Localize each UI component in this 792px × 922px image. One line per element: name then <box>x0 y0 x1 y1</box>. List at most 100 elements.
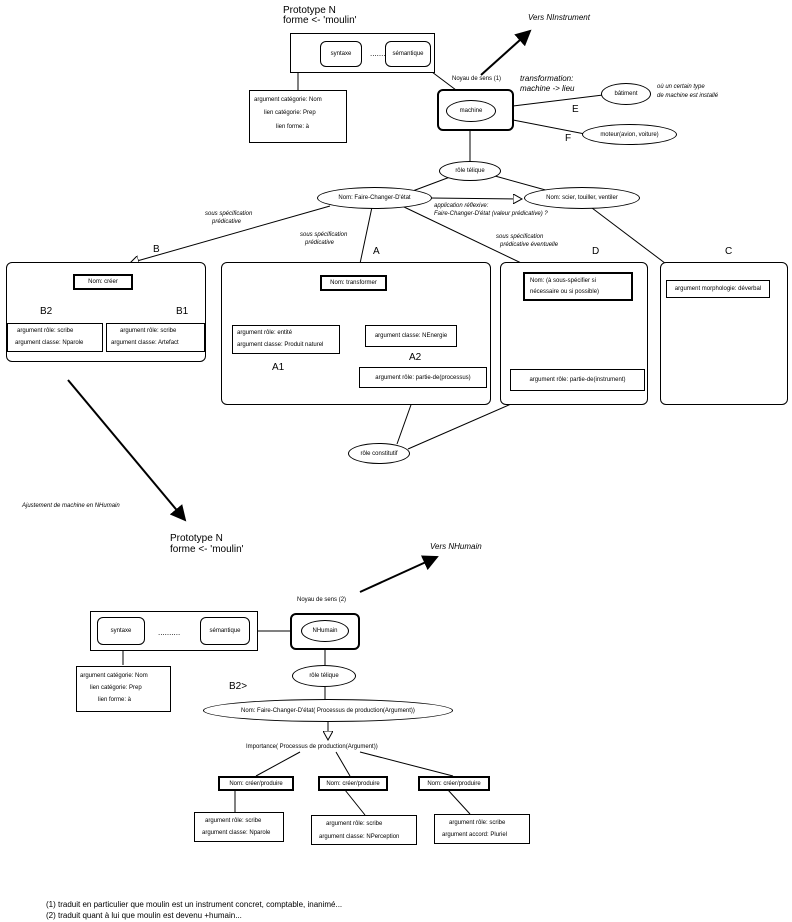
faire-changer-node-2[interactable]: Nom: Faire-Changer-D'état( Processus de … <box>203 699 453 722</box>
label-A: A <box>373 246 380 257</box>
leaf-3-box: argument rôle: scribe argument accord: P… <box>434 814 530 844</box>
leaf3-line-2: argument accord: Pluriel <box>442 832 508 838</box>
arg-cat-line-1: argument catégorie: Nom <box>254 97 322 103</box>
role-telique-node-2[interactable]: rôle télique <box>292 665 356 687</box>
produire-label-3: Nom: créer/produire <box>427 780 481 787</box>
moteur-node[interactable]: moteur(avion, voiture) <box>582 124 677 145</box>
a2-box-label: argument classe: NEnergie <box>374 333 448 339</box>
faire-changer-node[interactable]: Nom: Faire-Changer-D'état <box>317 187 432 209</box>
line-machine-batiment <box>512 94 604 107</box>
prototype-forme-2: forme <- 'moulin' <box>170 544 244 555</box>
line-semantique-machine <box>431 71 457 91</box>
batiment-label: bâtiment <box>614 91 638 97</box>
semantique-label-2: sémantique <box>209 628 241 634</box>
creer-label: Nom: créer <box>88 279 118 285</box>
produire-node-2[interactable]: Nom: créer/produire <box>318 776 388 791</box>
d-role-box: argument rôle: partie-de(instrument) <box>510 369 645 391</box>
c-morph-label: argument morphologie: déverbal <box>674 286 762 292</box>
leaf-1-box: argument rôle: scribe argument classe: N… <box>194 812 284 842</box>
nhumain-label: NHumain <box>312 628 338 634</box>
b2-line-1: argument rôle: scribe <box>17 328 74 334</box>
syntaxe-label-2: syntaxe <box>110 628 132 634</box>
arg-cat-2-line-3: lien forme: à <box>98 697 132 703</box>
prototype-title: Prototype N <box>283 5 336 16</box>
line-faire-d <box>401 205 540 272</box>
produire-label-1: Nom: créer/produire <box>229 780 283 787</box>
label-A2: A2 <box>409 352 422 363</box>
leaf2-line-2: argument classe: NPerception <box>319 834 400 840</box>
leaf3-line-1: argument rôle: scribe <box>449 820 506 826</box>
prototype-forme: forme <- 'moulin' <box>283 15 357 26</box>
semantique-node[interactable]: sémantique <box>385 41 431 67</box>
syntaxe-node[interactable]: syntaxe <box>320 41 362 67</box>
line-p2-leaf2 <box>344 789 366 816</box>
label-C: C <box>725 246 733 257</box>
leaf1-line-1: argument rôle: scribe <box>205 818 262 824</box>
prototype-title-2: Prototype N <box>170 533 223 544</box>
label-F: F <box>565 133 572 144</box>
scier-label: Nom: scier, touiller, ventiler <box>546 195 618 201</box>
b1-line-2: argument classe: Artefact <box>111 340 179 346</box>
d-nom-box[interactable]: Nom: (à sous-spécifier si nécessaire ou … <box>523 272 633 301</box>
line-arrow-humain <box>359 555 439 593</box>
footnote-1: (1) traduit en particulier que moulin es… <box>46 900 343 909</box>
importance-label: Importance( Processus de production(Argu… <box>246 744 378 750</box>
label-D: D <box>592 246 600 257</box>
nhumain-node[interactable]: NHumain <box>301 620 349 642</box>
semantique-label: sémantique <box>392 51 424 57</box>
role-telique-label-2: rôle télique <box>309 673 339 679</box>
a2-role-box: argument rôle: partie-de(processus) <box>359 367 487 388</box>
role-constitutif-node[interactable]: rôle constitutif <box>348 443 410 464</box>
line-faire-scier <box>429 198 522 199</box>
application-note-1: application réflexive: <box>434 203 489 209</box>
semantique-node-2[interactable]: sémantique <box>200 617 250 645</box>
transformer-node[interactable]: Nom: transformer <box>320 275 387 291</box>
footnote-2: (2) traduit quant à lui que moulin est d… <box>46 911 242 920</box>
ajustement-label: Ajustement de machine en NHumain <box>22 503 120 509</box>
arg-cat-line-3: lien forme: à <box>276 124 310 130</box>
machine-node[interactable]: machine <box>446 100 496 122</box>
ellipsis-dots: .......... <box>370 49 393 58</box>
line-importance-p1 <box>255 751 301 777</box>
syntaxe-node-2[interactable]: syntaxe <box>97 617 145 645</box>
produire-node-1[interactable]: Nom: créer/produire <box>218 776 294 791</box>
sous-spec-a-1: sous spécification <box>300 232 348 238</box>
label-A1: A1 <box>272 362 285 373</box>
scier-node[interactable]: Nom: scier, touiller, ventiler <box>524 187 640 209</box>
line-telique-faire <box>409 176 451 193</box>
syntaxe-label: syntaxe <box>330 51 352 57</box>
creer-node[interactable]: Nom: créer <box>73 274 133 290</box>
role-telique-node[interactable]: rôle télique <box>439 161 501 181</box>
b1-line-1: argument rôle: scribe <box>120 328 177 334</box>
faire-changer-label-2: Nom: Faire-Changer-D'état( Processus de … <box>241 707 415 714</box>
label-B1: B1 <box>176 306 189 317</box>
d-nom-line-2: nécessaire ou si possible) <box>530 289 600 295</box>
line-importance-p3 <box>359 751 454 777</box>
machine-label: machine <box>459 108 483 114</box>
label-B2-bottom: B2> <box>229 681 248 692</box>
a2-box: argument classe: NEnergie <box>365 325 457 347</box>
transformation-label-1: transformation: <box>520 74 574 83</box>
a1-line-2: argument classe: Produit naturel <box>237 342 324 348</box>
line-faire-b <box>130 205 331 263</box>
sous-spec-b-1: sous spécification <box>205 211 253 217</box>
b2-box: argument rôle: scribe argument classe: N… <box>7 323 103 352</box>
leaf-2-box: argument rôle: scribe argument classe: N… <box>311 815 417 845</box>
arg-cat-2-line-1: argument catégorie: Nom <box>80 673 148 679</box>
vers-humain-label: Vers NHumain <box>430 542 482 551</box>
ellipsis-dots-2: .......... <box>158 628 181 637</box>
batiment-node[interactable]: bâtiment <box>601 83 651 105</box>
lieu-note-2: de machine est installé <box>657 93 719 99</box>
b1-box: argument rôle: scribe argument classe: A… <box>106 323 205 352</box>
role-telique-label: rôle télique <box>455 168 485 174</box>
b2-line-2: argument classe: Nparole <box>15 340 84 346</box>
noyau-label-2: Noyau de sens (2) <box>297 597 347 603</box>
line-ajustement-arrow <box>67 379 187 522</box>
sous-spec-a-2: prédicative <box>305 240 335 246</box>
leaf1-line-2: argument classe: Nparole <box>202 830 271 836</box>
a1-box: argument rôle: entité argument classe: P… <box>232 325 340 354</box>
produire-node-3[interactable]: Nom: créer/produire <box>418 776 490 791</box>
leaf2-line-1: argument rôle: scribe <box>326 821 383 827</box>
sous-spec-d-1: sous spécification <box>496 234 544 240</box>
